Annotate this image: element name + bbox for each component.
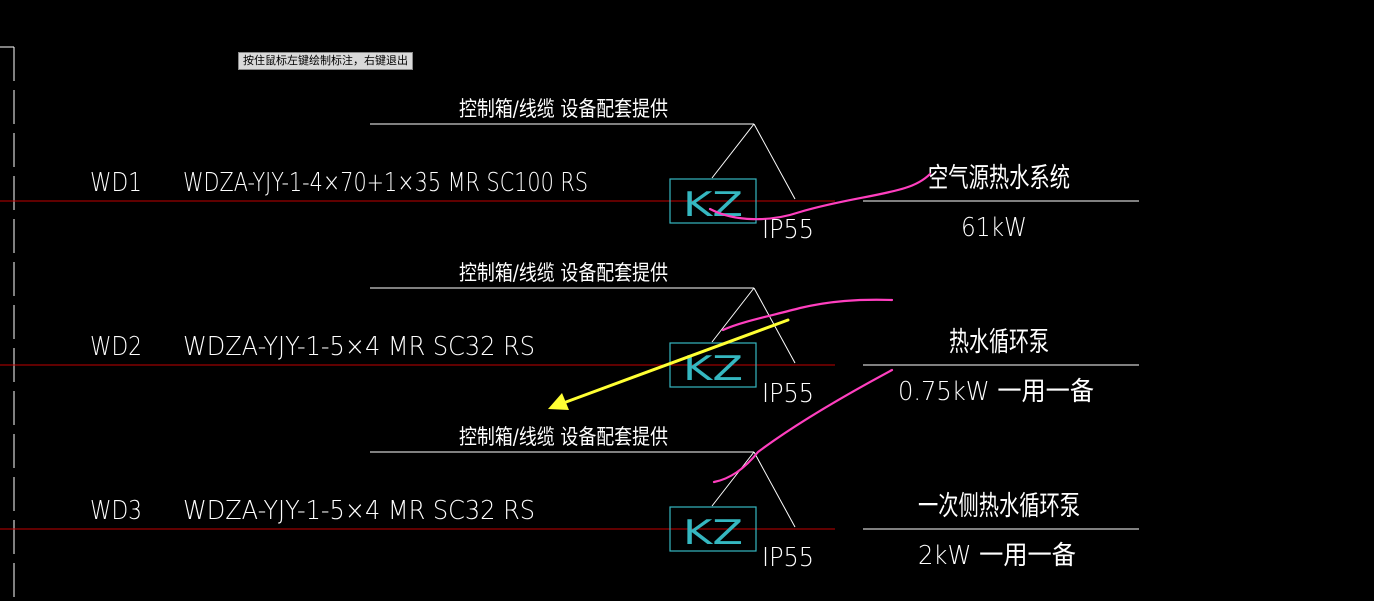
supply-note: 控制箱/线缆 设备配套提供 (459, 425, 668, 449)
kz-control-box[interactable] (669, 178, 757, 224)
leader-diagonal-left (711, 287, 755, 343)
supply-note: 控制箱/线缆 设备配套提供 (459, 97, 668, 121)
circuit-id: WD3 (90, 496, 142, 526)
arrow-annotation (548, 318, 790, 410)
leader-diagonal-left (711, 451, 755, 507)
highlight-stroke-3 (712, 368, 894, 484)
circuit-row-wd2: WD2 WDZA-YJY-1-5×4 MR SC32 RS 控制箱/线缆 设备配… (0, 261, 1139, 409)
equipment-power: 0.75kW 一用一备 (898, 377, 1094, 407)
cable-spec: WDZA-YJY-1-5×4 MR SC32 RS (183, 496, 535, 526)
equipment-power: 2kW 一用一备 (918, 541, 1076, 571)
circuit-row-wd3: WD3 WDZA-YJY-1-5×4 MR SC32 RS 控制箱/线缆 设备配… (0, 425, 1139, 573)
cable-spec: WDZA-YJY-1-5×4 MR SC32 RS (183, 332, 535, 362)
equipment-name: 空气源热水系统 (928, 163, 1070, 194)
equipment-power: 61kW (961, 213, 1027, 243)
left-frame-border (0, 46, 15, 601)
equipment-name: 热水循环泵 (949, 327, 1049, 358)
command-prompt-tooltip: 按住鼠标左键绘制标注，右键退出 (238, 52, 413, 70)
leader-diagonal-right (753, 451, 796, 528)
circuit-row-wd1: WD1 WDZA-YJY-1-4×70+1×35 MR SC100 RS 控制箱… (0, 97, 1139, 245)
leader-diagonal-left (711, 123, 755, 179)
kz-control-box[interactable] (669, 506, 757, 552)
equipment-name: 一次侧热水循环泵 (918, 491, 1080, 522)
kz-box-label: KZ (683, 513, 743, 553)
cable-spec: WDZA-YJY-1-4×70+1×35 MR SC100 RS (183, 168, 588, 198)
highlight-stroke-2 (721, 298, 894, 332)
kz-box-label: KZ (683, 185, 743, 225)
highlight-stroke-1 (708, 172, 932, 221)
leader-diagonal-right (753, 123, 796, 200)
arrow-head (548, 393, 569, 410)
circuit-id: WD1 (90, 168, 142, 198)
protection-rating: IP55 (762, 379, 814, 409)
supply-note: 控制箱/线缆 设备配套提供 (459, 261, 668, 285)
protection-rating: IP55 (762, 215, 814, 245)
circuit-id: WD2 (90, 332, 142, 362)
protection-rating: IP55 (762, 543, 814, 573)
